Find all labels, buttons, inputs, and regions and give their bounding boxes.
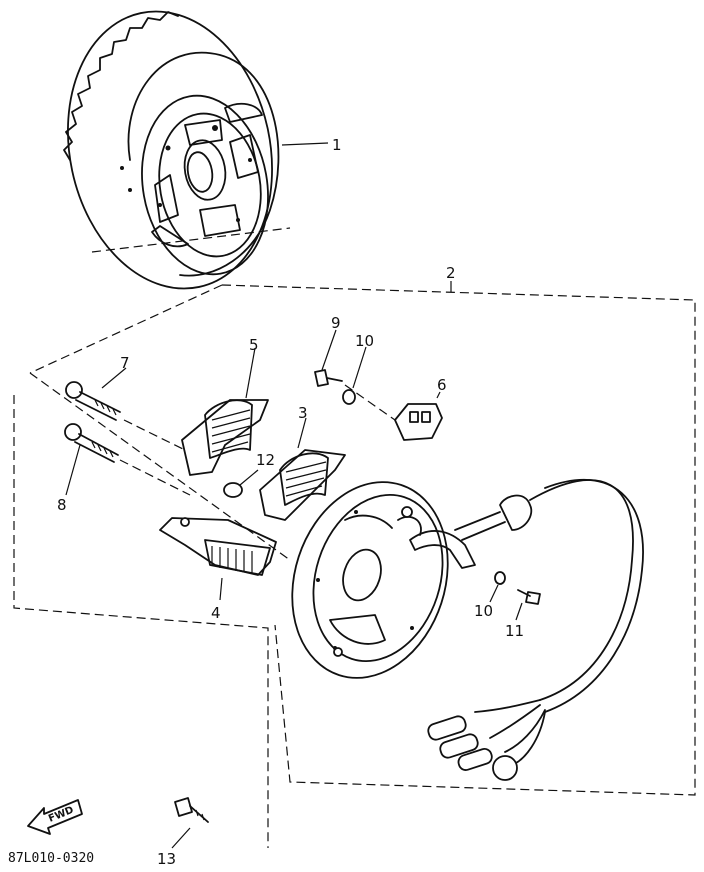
connector-6 <box>394 391 443 441</box>
label-part-11: 11 <box>505 622 524 640</box>
label-part-9: 9 <box>331 314 341 332</box>
bolt-7 <box>65 367 186 451</box>
label-part-8: 8 <box>57 496 67 514</box>
stator-assembly-outline <box>13 227 696 848</box>
spacer-12 <box>223 469 259 498</box>
label-part-7: 7 <box>120 354 130 372</box>
label-part-5: 5 <box>249 336 259 354</box>
drawing-code: 87L010-0320 <box>8 851 94 866</box>
screw-9 <box>314 329 396 421</box>
label-part-4: 4 <box>211 604 221 622</box>
stator-base-plate <box>291 481 449 679</box>
washer-10-upper <box>342 346 367 405</box>
label-part-10-lower: 10 <box>474 602 493 620</box>
bolt-8 <box>64 423 191 496</box>
label-part-3: 3 <box>298 404 308 422</box>
part-labels: 1 2 3 4 5 6 7 8 9 10 10 11 12 13 <box>57 136 524 868</box>
lighting-coil-3 <box>259 417 346 521</box>
fwd-arrow-icon: FWD <box>27 799 83 835</box>
label-part-12: 12 <box>256 451 275 469</box>
label-part-10-upper: 10 <box>355 332 374 350</box>
bolt-13 <box>171 797 209 849</box>
charge-coil-5 <box>181 347 269 476</box>
washer-10-lower <box>489 571 506 603</box>
label-part-2: 2 <box>446 264 456 282</box>
label-part-13: 13 <box>157 850 176 868</box>
screw-11 <box>515 589 541 621</box>
label-part-6: 6 <box>437 376 447 394</box>
label-part-1: 1 <box>332 136 342 154</box>
wire-harness <box>409 478 644 781</box>
flywheel-rotor <box>63 10 329 290</box>
pulser-coil-4 <box>159 517 277 601</box>
